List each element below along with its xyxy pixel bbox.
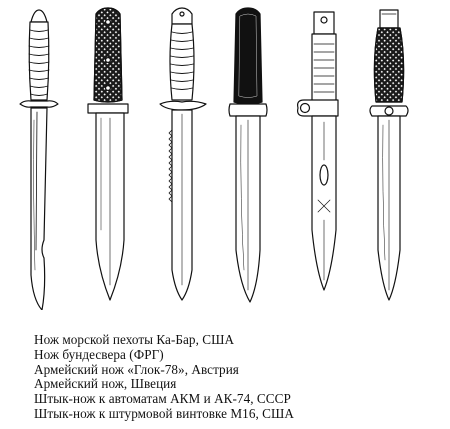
knife-m16-bayonet xyxy=(369,9,409,301)
caption-glock-78: Армейский нож «Глок-78», Австрия xyxy=(34,361,239,377)
knife-akm-ak74-bayonet xyxy=(297,11,339,291)
caption-list: Нож морской пехоты Ка-Бар, США Нож бунде… xyxy=(34,332,294,422)
caption-bundeswehr: Нож бундесвера (ФРГ) xyxy=(34,346,164,362)
knife-ka-bar xyxy=(19,9,59,310)
knives-illustration xyxy=(19,7,409,310)
knife-swedish-army xyxy=(228,7,268,303)
caption-ka-bar: Нож морской пехоты Ка-Бар, США xyxy=(34,332,235,347)
knife-glock-78 xyxy=(159,7,207,301)
caption-akm-ak74-bayonet: Штык-нож к автоматам АКМ и АК-74, СССР xyxy=(34,391,291,407)
caption-m16-bayonet: Штык-нож к штурмовой винтовке М16, США xyxy=(34,405,294,421)
knife-bundeswehr xyxy=(87,7,129,301)
caption-swedish-army: Армейский нож, Швеция xyxy=(34,376,177,392)
